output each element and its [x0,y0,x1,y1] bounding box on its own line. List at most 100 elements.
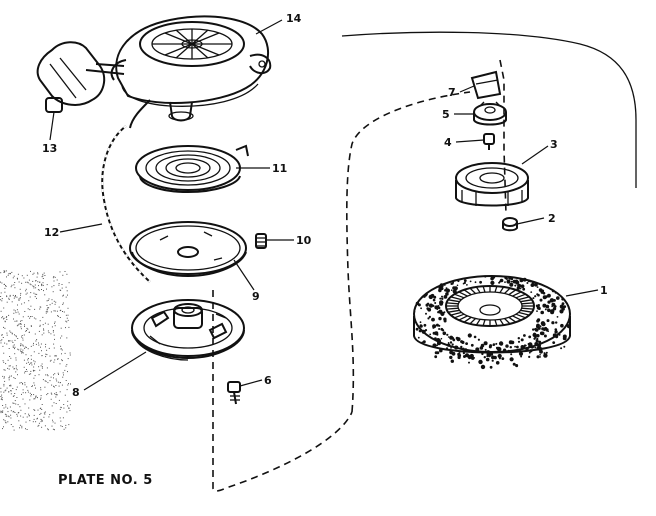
scan-noise-dot [46,284,48,286]
scan-noise-dot [60,348,62,350]
scan-noise-dot [7,274,9,276]
scan-noise-dot [31,362,33,364]
scan-noise-dot [23,334,25,336]
scan-noise-dot [33,317,35,319]
screen-fin [518,296,530,301]
screen-speckle [447,344,450,347]
scan-noise-dot [9,295,11,297]
scan-noise-dot [46,288,47,290]
scan-noise-dot [41,285,43,287]
scan-noise-dot [4,342,6,344]
scan-noise-dot [68,282,70,284]
scan-noise-dot [18,313,20,315]
starter-cup-nut [502,217,518,232]
scan-noise-dot [0,281,1,283]
scan-noise-dot [14,339,16,341]
scan-noise-dot [63,428,65,430]
scan-noise-dot [34,284,36,286]
scan-noise-dot [55,355,57,356]
scan-noise-dot [38,422,40,424]
screen-speckle [443,284,446,286]
scan-noise-dot [60,337,61,339]
scan-noise-dot [45,374,47,376]
screen-speckle [527,280,530,283]
screen-speckle [510,340,515,345]
scan-noise-dot [9,330,11,332]
screen-speckle [432,298,436,302]
scan-noise-dot [44,275,46,276]
scan-noise-dot [26,281,28,283]
screen-fin [508,316,517,323]
scan-noise-dot [54,338,55,340]
scan-noise-dot [43,328,44,330]
scan-noise-dot [41,289,42,290]
scan-noise-dot [24,325,25,327]
scan-noise-dot [38,330,40,332]
scan-noise-dot [60,425,62,427]
scan-noise-dot [19,424,21,426]
screen-speckle [456,349,459,352]
scan-noise-dot [63,311,65,313]
scan-noise-dot [24,371,26,372]
screen-speckle [477,338,480,341]
scan-noise-dot [21,335,23,336]
scan-noise-dot [66,290,68,292]
screen-speckle [552,307,557,311]
scan-noise-dot [22,416,24,418]
scan-noise-dot [44,425,46,427]
scan-noise-dot [60,406,62,408]
scan-noise-dot [40,389,42,391]
scan-noise-dot [17,304,18,306]
scan-noise-dot [54,325,56,327]
scan-noise-dot [24,384,26,386]
scan-noise-dot [38,374,40,376]
scan-noise-dot [18,281,20,283]
scan-noise-dot [29,363,30,365]
screen-fin [454,293,465,299]
scan-noise-dot [8,348,10,349]
scan-noise-dot [1,398,3,400]
screen-fin [446,302,459,305]
spring-retainer [129,221,247,278]
scan-noise-dot [22,339,24,341]
scan-noise-dot [50,376,52,378]
scan-noise-dot [2,411,4,413]
screen-speckle [465,342,468,345]
screen-speckle [452,338,456,342]
screen-speckle [490,280,495,285]
scan-noise-dot [14,310,16,312]
scan-noise-dot [51,286,53,288]
scan-noise-dot [2,405,4,406]
screen-speckle [551,321,555,325]
scan-noise-dot [16,386,18,388]
scan-noise-dot [8,340,10,342]
scan-noise-dot [15,371,17,373]
scan-noise-dot [9,356,11,357]
scan-noise-dot [48,416,50,418]
screen-speckle [514,279,519,283]
scan-noise-dot [38,352,40,354]
scan-noise-dot [30,345,32,347]
screen-speckle [436,344,439,347]
scan-noise-dot [42,316,44,318]
scan-noise-dot [35,287,37,289]
screen-fin [469,287,476,294]
screen-speckle [464,348,467,351]
scan-noise-dot [27,348,29,350]
screen-speckle [525,344,527,347]
scan-noise-dot [3,426,4,428]
screen-speckle [434,355,438,359]
scan-noise-dot [21,393,22,395]
scan-noise-dot [12,346,14,348]
scan-noise-dot [15,359,17,361]
scan-noise-dot [25,421,27,423]
scan-noise-dot [27,315,29,317]
screen-speckle [554,330,558,334]
scan-noise-dot [4,271,6,273]
scan-noise-dot [45,343,47,345]
screen-speckle [429,333,432,336]
screen-speckle [536,310,538,312]
screen-speckle [515,364,519,367]
scan-noise-dot [17,404,19,406]
scan-noise-dot [17,311,19,313]
